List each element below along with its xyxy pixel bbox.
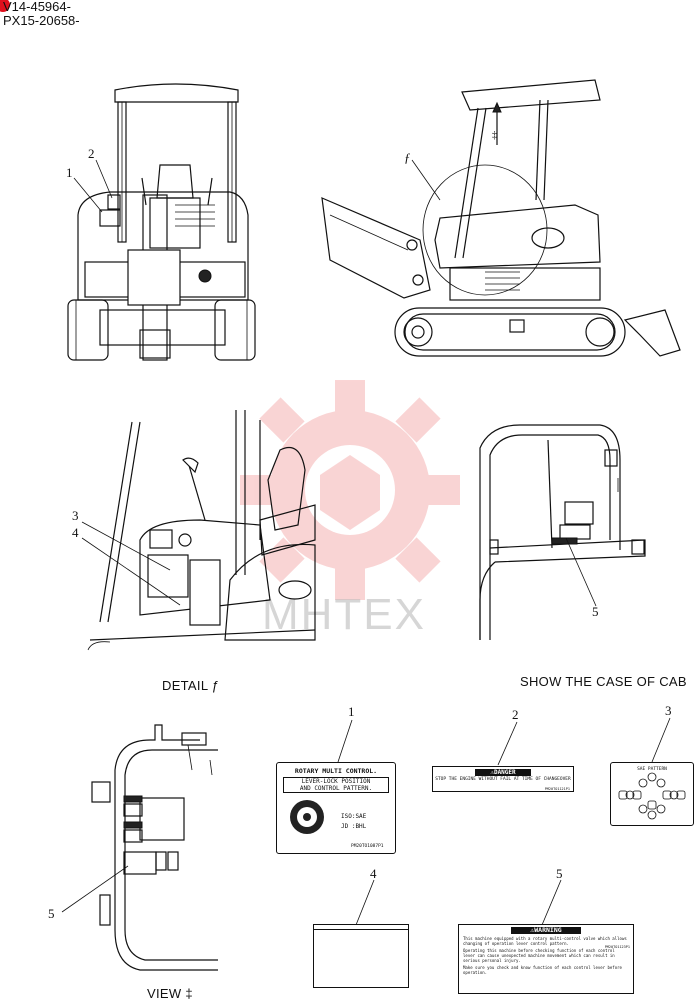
label-5-banner: ⚠WARNING [511, 927, 581, 934]
callout-detail-4: 4 [72, 525, 79, 540]
label-2-text: STOP THE ENGINE WITHOUT FAIL AT TIME OF … [435, 777, 571, 782]
callout-label-3: 3 [665, 703, 672, 718]
callout-cab-5: 5 [592, 604, 599, 619]
caption-cab-case: SHOW THE CASE OF CAB [520, 674, 687, 689]
label-2-part: PM20TO1121P1 [544, 787, 570, 791]
label-3-sae-pattern: SAE PATTERN [610, 762, 694, 826]
label-5-p1: This machine equipped with a rotary mult… [463, 936, 627, 946]
callout-label-1: 1 [348, 704, 355, 719]
label-1-rotary-multi-control: ROTARY MULTI CONTROL. LEVER-LOCK POSITIO… [276, 762, 396, 854]
callout-side-f: ƒ [404, 150, 411, 165]
callout-label-5: 5 [556, 866, 563, 881]
caption-detail: DETAIL ƒ [162, 678, 220, 693]
label-2-danger: ⚠DANGER STOP THE ENGINE WITHOUT FAIL AT … [432, 766, 574, 792]
label-1-title: ROTARY MULTI CONTROL. [294, 767, 378, 775]
label-1-dial-icon [290, 800, 324, 834]
callout-detail-3: 3 [72, 508, 79, 523]
callout-label-4: 4 [370, 866, 377, 881]
label-5-part: PM20TO1123P1 [604, 945, 630, 949]
label-1-line2: AND CONTROL PATTERN. [299, 785, 373, 792]
doc-code-1: V14-45964- [3, 0, 71, 14]
label-1-jd: JD :BHL [341, 823, 367, 830]
label-1-line1: LEVER-LOCK POSITION [301, 778, 371, 785]
caption-view: VIEW ‡ [147, 986, 193, 1001]
label-5-p2: Operating this machine before checking f… [463, 948, 615, 963]
label-4-blank-plate [313, 924, 409, 988]
callout-label-2: 2 [512, 707, 519, 722]
label-1-iso: ISO:SAE [341, 813, 367, 820]
label-3-pattern-icon [618, 772, 686, 820]
watermark-gear-logo [240, 380, 460, 600]
callout-front-2: 2 [88, 146, 95, 161]
label-3-title: SAE PATTERN [637, 767, 667, 772]
accent-dot-icon [0, 0, 10, 12]
label-2-banner: ⚠DANGER [475, 769, 531, 776]
callout-front-1: 1 [66, 165, 73, 180]
callout-side-arrow: ‡ [492, 130, 497, 141]
label-5-warning: ⚠WARNING This machine equipped with a ro… [458, 924, 634, 994]
label-1-part: PM20TO1087P1 [351, 844, 384, 849]
doc-code-2: PX15-20658- [3, 13, 80, 28]
label-5-p3: Make sure you check and know function of… [463, 965, 622, 975]
callout-view-5: 5 [48, 906, 55, 921]
